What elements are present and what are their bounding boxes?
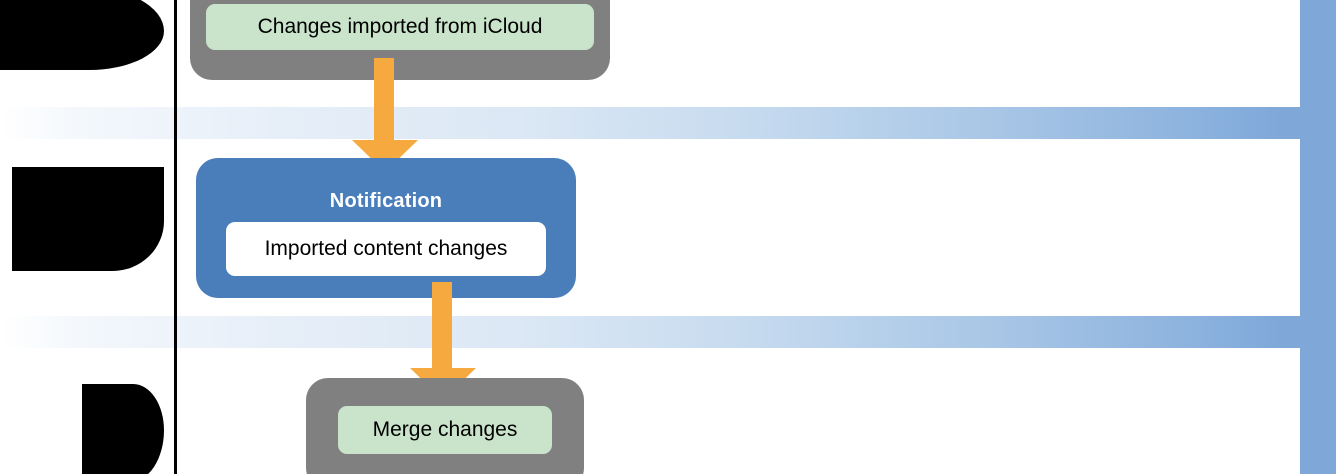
node-notification[interactable]: Notification Imported content changes <box>196 158 576 298</box>
node-notification-title: Notification <box>329 190 443 212</box>
swimlane-band-upper-body <box>0 107 1280 139</box>
redacted-label-3 <box>82 384 164 474</box>
left-column-divider <box>174 0 177 474</box>
arrow-notification-to-merge-stem <box>432 282 452 382</box>
swimlane-band-lower-body <box>0 316 1280 348</box>
node-notification-chip[interactable]: Imported content changes <box>226 222 546 276</box>
node-merge-changes-chip[interactable]: Merge changes <box>338 406 552 454</box>
swimlane-band-lower <box>0 316 1336 348</box>
node-changes-imported[interactable]: Changes imported from iCloud <box>190 0 610 80</box>
redacted-label-2 <box>12 167 164 271</box>
arrow-imported-to-notification-stem <box>374 58 394 150</box>
right-vertical-lane <box>1300 0 1336 474</box>
node-changes-imported-chip[interactable]: Changes imported from iCloud <box>206 4 594 50</box>
swimlane-band-upper <box>0 107 1336 139</box>
redacted-label-1 <box>0 0 164 70</box>
node-merge-changes[interactable]: Merge changes <box>306 378 584 474</box>
